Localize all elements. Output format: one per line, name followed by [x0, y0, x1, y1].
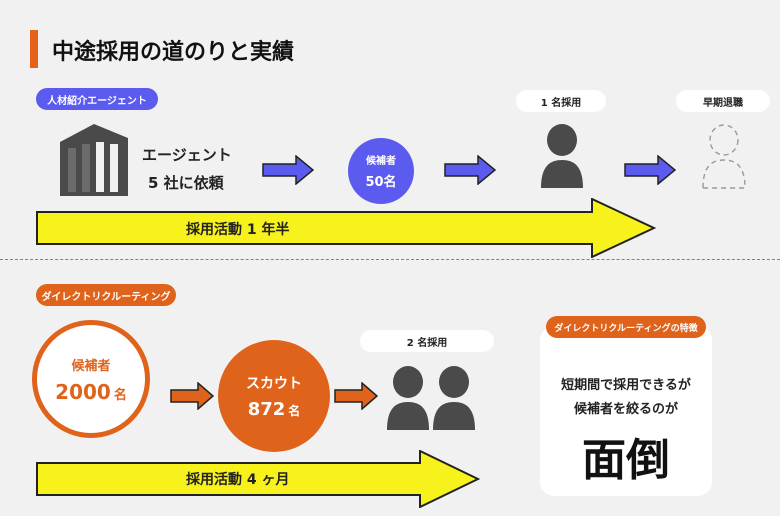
section1-tag: 人材紹介エージェント [36, 88, 158, 110]
arrow-right-icon [262, 155, 314, 185]
person-dashed-icon [702, 124, 746, 189]
candidates-label: 候補者 [366, 156, 396, 167]
section-divider [0, 259, 780, 260]
retired-label: 早期退職 [676, 90, 770, 112]
candidates-count: 50名 [365, 175, 397, 190]
page-title: 中途採用の道のりと実績 [52, 40, 295, 65]
arrow-right-icon [170, 382, 214, 410]
feature-big-text: 面倒 [582, 435, 670, 486]
candidates-label-2: 候補者 [71, 358, 111, 374]
feature-line-1: 短期間で採用できるが [561, 378, 691, 393]
feature-tag: ダイレクトリクルーティングの特徴 [546, 316, 706, 338]
person-icon [541, 124, 583, 188]
person-icon [433, 366, 475, 430]
agent-line-2: 5 社に依頼 [148, 174, 224, 192]
person-icon [387, 366, 429, 430]
title-accent-bar [30, 30, 38, 68]
timeline-label-2: 採用活動 4 ヶ月 [186, 472, 290, 488]
hired-label-1: 1 名採用 [516, 90, 606, 112]
arrow-right-icon [334, 382, 378, 410]
scout-number: 872 [247, 398, 286, 420]
timeline-arrow-2 [36, 450, 480, 508]
building-icon [60, 124, 128, 196]
candidates-circle: 候補者 50名 [348, 138, 414, 204]
candidates-unit-2: 名 [113, 387, 127, 403]
section2-tag: ダイレクトリクルーティング [36, 284, 176, 306]
candidates-number-2: 2000 [55, 379, 111, 404]
agent-line-1: エージェント [142, 146, 232, 164]
hired-label-2: 2 名採用 [360, 330, 494, 352]
arrow-right-icon [444, 155, 496, 185]
timeline-arrow-1 [36, 198, 656, 258]
arrow-right-icon [624, 155, 676, 185]
timeline-label-1: 採用活動 1 年半 [186, 222, 290, 238]
feature-line-2: 候補者を絞るのが [573, 402, 678, 417]
feature-card [540, 326, 712, 496]
scout-unit: 名 [288, 403, 301, 418]
scout-label: スカウト [246, 375, 302, 392]
